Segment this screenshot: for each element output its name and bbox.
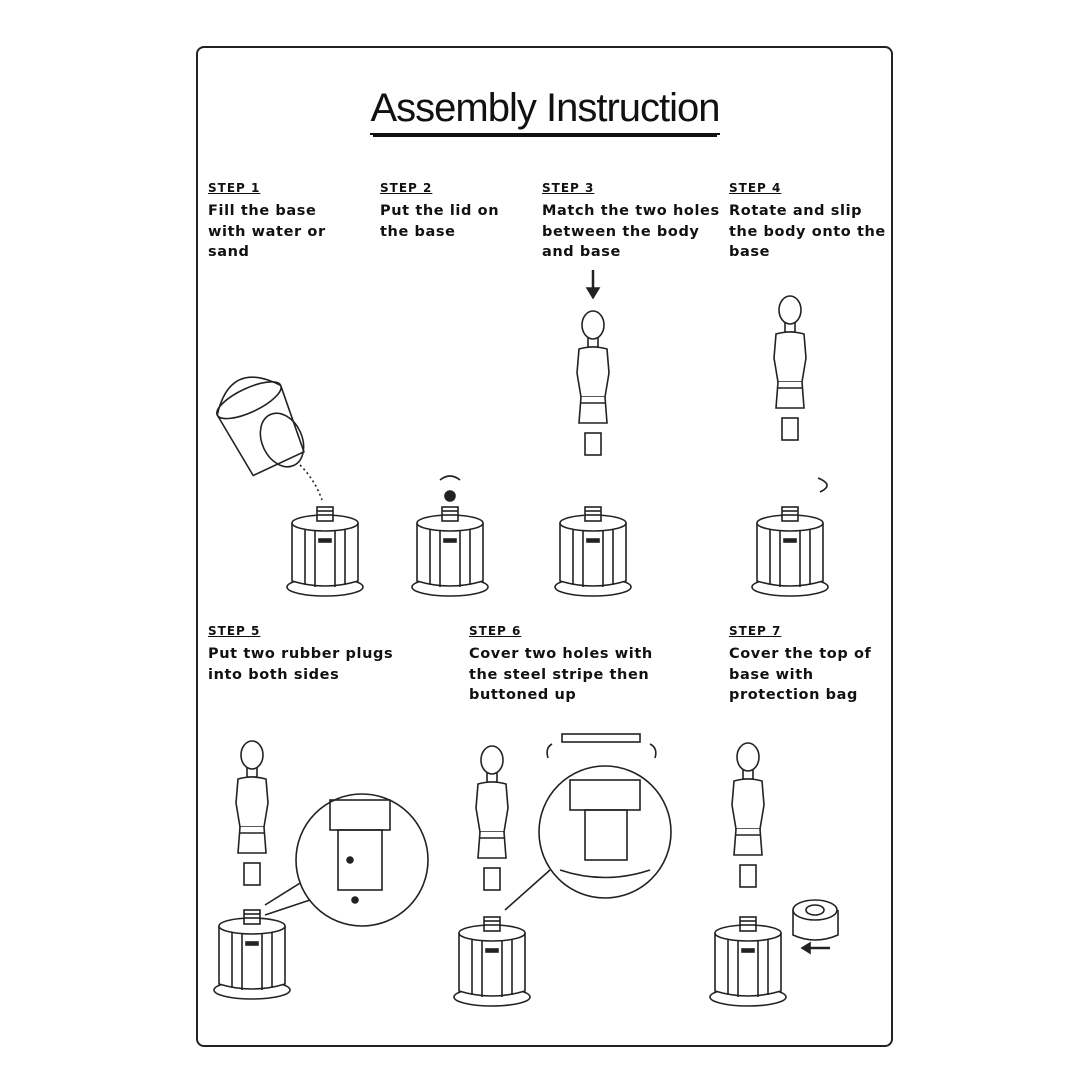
step-3: STEP 3 Match the two holes between the bod… <box>542 181 720 263</box>
step-label: STEP 7 <box>729 624 782 638</box>
step-label: STEP 2 <box>380 181 433 195</box>
step-line: Put two rubber plugs <box>208 646 394 662</box>
step-line: Rotate and slip <box>729 203 863 219</box>
step-description: Cover two holes with the steel stripe the… <box>469 644 653 706</box>
step-1: STEP 1 Fill the base with water or sand <box>208 181 326 263</box>
step-line: buttoned up <box>469 687 577 703</box>
page-title: Assembly Instruction <box>0 86 1090 135</box>
step-line: base with <box>729 666 814 683</box>
step-label: STEP 1 <box>208 181 261 195</box>
step-6: STEP 6 Cover two holes with the steel stri… <box>469 624 653 706</box>
step-description: Rotate and slip the body onto the base <box>729 201 886 263</box>
step-line: Cover two holes with <box>469 646 653 662</box>
step-description: Put the lid on the base <box>380 201 499 242</box>
step-line: base <box>729 244 771 260</box>
step-2: STEP 2 Put the lid on the base <box>380 181 499 242</box>
step-label: STEP 4 <box>729 181 782 195</box>
step-line: sand <box>208 244 250 260</box>
step-label: STEP 5 <box>208 624 261 638</box>
step-line: and base <box>542 244 621 260</box>
step-description: Fill the base with water or sand <box>208 201 326 263</box>
step-line: the body onto the <box>729 223 886 240</box>
step-line: the base <box>380 223 456 240</box>
step4-illustration <box>751 295 829 597</box>
step-label: STEP 6 <box>469 624 522 638</box>
step-line: Cover the top of <box>729 646 872 662</box>
step6-illustration <box>453 733 672 1007</box>
step-line: Put the lid on <box>380 203 500 219</box>
step-line: between the body <box>542 223 700 240</box>
step7-illustration <box>709 742 839 1007</box>
step1-illustration <box>216 376 364 597</box>
step-label: STEP 3 <box>542 181 595 195</box>
step5-illustration <box>213 740 429 1000</box>
step-description: Match the two holes between the body and b… <box>542 201 720 263</box>
step-line: protection bag <box>729 687 859 703</box>
step-line: with water or <box>208 223 326 240</box>
step-4: STEP 4 Rotate and slip the body onto the ba… <box>729 181 886 263</box>
step-line: the steel stripe then <box>469 666 650 683</box>
document-frame <box>196 46 893 1047</box>
step-description: Cover the top of base with protection bag <box>729 644 871 706</box>
step-line: into both sides <box>208 666 340 683</box>
step2-illustration <box>411 475 489 597</box>
step3-illustration <box>554 270 632 597</box>
step-7: STEP 7 Cover the top of base with protectio… <box>729 624 871 706</box>
step-5: STEP 5 Put two rubber plugs into both side… <box>208 624 393 685</box>
step-description: Put two rubber plugs into both sides <box>208 644 393 685</box>
step-line: Match the two holes <box>542 203 720 219</box>
step-line: Fill the base <box>208 203 317 219</box>
